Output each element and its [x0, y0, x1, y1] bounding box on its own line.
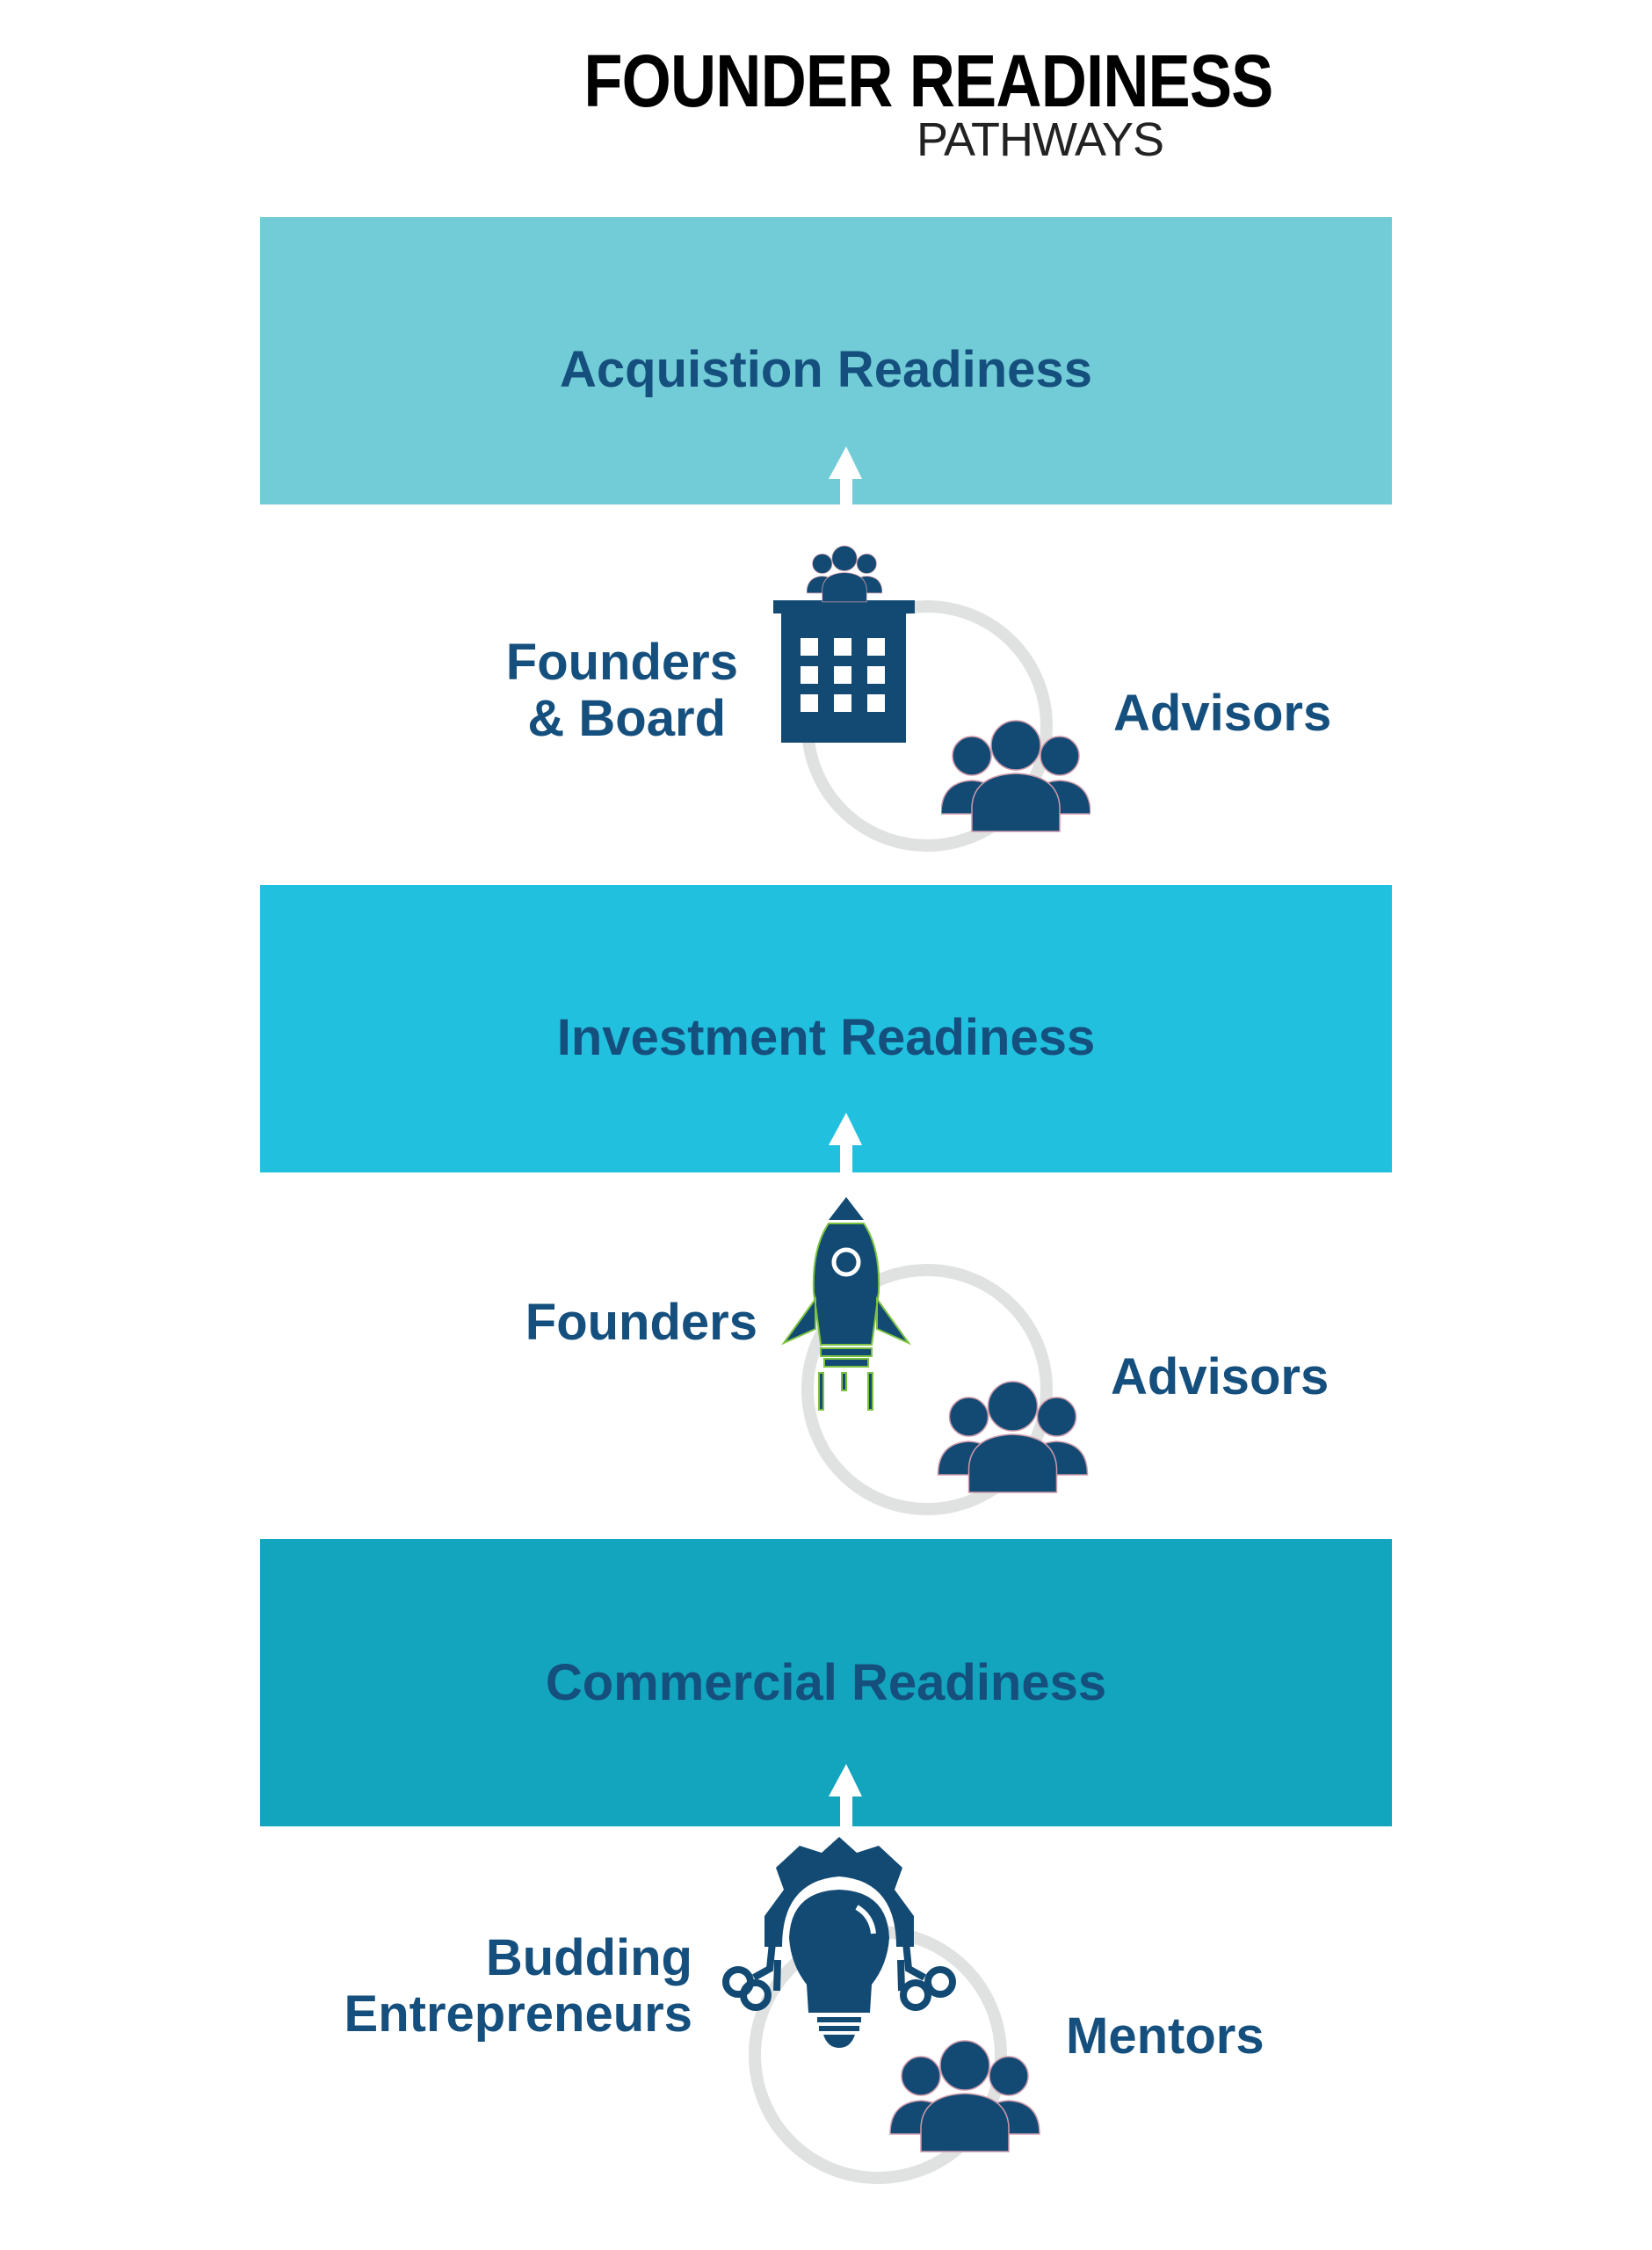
- participant-label-advisors: Advisors: [1113, 685, 1332, 742]
- participant-label-budding-entrepreneurs: Budding Entrepreneurs: [299, 1930, 692, 2043]
- label-line: Budding: [485, 1929, 692, 1986]
- participant-label-mentors: Mentors: [1066, 2007, 1264, 2065]
- arrow-up-icon: [829, 1113, 862, 1172]
- label-line: Founders: [505, 634, 738, 691]
- arrow-up-icon: [829, 1764, 862, 1826]
- rocket-icon: [781, 1197, 911, 1411]
- label-line: Founders: [525, 1294, 757, 1351]
- stage-label: Commercial Readiness: [545, 1654, 1107, 1711]
- stage-band-commercial: Commercial Readiness: [260, 1539, 1392, 1826]
- label-line: & Board: [527, 690, 726, 747]
- advisors-group-icon: [941, 720, 1090, 832]
- stage-label: Acquistion Readiness: [560, 341, 1092, 398]
- stage-label: Investment Readiness: [556, 1009, 1096, 1066]
- gear-lightbulb-icon: [722, 1837, 956, 2048]
- stage-band-investment: Investment Readiness: [260, 885, 1392, 1172]
- page-title: FOUNDER READINESS: [583, 40, 1273, 122]
- advisors-group-icon: [937, 1381, 1089, 1493]
- participant-label-founders: Founders: [439, 1295, 757, 1351]
- arrow-up-icon: [829, 446, 862, 505]
- participant-label-founders-board: Founders & Board: [422, 635, 738, 747]
- building-with-team-icon: [773, 545, 915, 743]
- participant-label-advisors: Advisors: [1111, 1348, 1330, 1405]
- cycle-ring: [801, 1264, 1053, 1515]
- label-line: Entrepreneurs: [344, 1985, 692, 2043]
- stage-band-acquisition: Acquistion Readiness: [260, 217, 1392, 504]
- page-subtitle: PATHWAYS: [916, 113, 1164, 166]
- mentors-group-icon: [889, 2040, 1040, 2152]
